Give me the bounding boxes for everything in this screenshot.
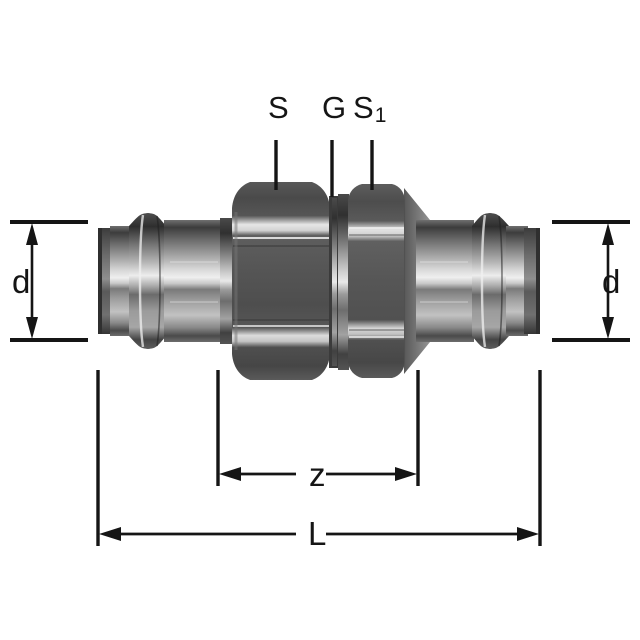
machining-lines [170,261,468,303]
dimension-z [216,370,420,486]
left-step-ring [220,218,232,344]
callout-label-G: G [322,90,347,125]
dimension-label-d-right: d [602,263,621,300]
dimension-label-d-left: d [12,263,31,300]
right-socket-barrel [506,226,528,336]
fitting-illustration [98,182,540,380]
right-main-barrel [416,220,474,342]
collar-ring-2 [338,194,349,370]
dimension-d-right [552,220,630,342]
left-main-barrel [164,220,222,342]
callout-label-S1: S1 [353,90,386,126]
dimension-L [96,370,542,546]
callout-label-S1-subscript: 1 [374,104,387,127]
dimension-label-z: z [309,456,326,493]
union-hex-nut [232,182,330,380]
callout-label-S: S [268,90,289,125]
left-press-bead [129,213,166,349]
callout-label-S1-base: S [353,90,374,125]
small-hex-nut [348,184,405,378]
dimension-label-L: L [308,515,327,552]
dimension-d-left [10,220,88,342]
left-socket-barrel [110,226,132,336]
callout-leaders [274,140,374,197]
right-socket-end [524,228,540,334]
right-press-bead [472,213,509,349]
center-collar [329,196,339,368]
